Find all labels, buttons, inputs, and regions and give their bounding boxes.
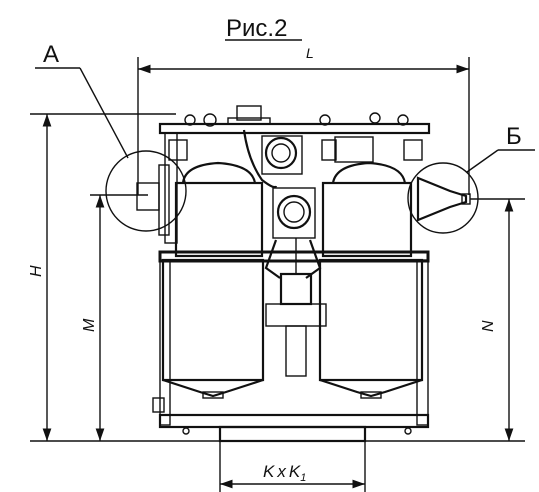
right-filter-dome <box>331 161 407 184</box>
center-gauge-panel-lower <box>272 187 316 239</box>
top-plate <box>158 122 431 135</box>
callout-b-letter: Б <box>506 123 522 150</box>
figure-title: Рис.2 <box>226 15 287 42</box>
central-bottom-pipe <box>285 325 307 377</box>
left-filter-upper <box>174 181 264 258</box>
central-valve-flange <box>265 303 327 327</box>
gauge-cable <box>242 129 278 189</box>
dimension-label-right-inner: N <box>480 320 497 332</box>
top-fitting-3 <box>319 114 331 126</box>
top-fitting-4 <box>369 112 381 124</box>
right-top-box-stem <box>321 139 337 161</box>
left-bottom-bolt <box>182 427 190 435</box>
left-filter-dome <box>181 161 257 184</box>
right-bottom-bolt <box>404 427 412 435</box>
filter-unit <box>136 105 471 443</box>
left-side-clamp <box>168 139 188 161</box>
left-filter-cone <box>162 378 264 398</box>
callout-a-leader <box>79 67 129 159</box>
bottom-frame <box>158 413 430 429</box>
right-filter-drain <box>360 391 382 399</box>
callout-a-circle <box>105 150 187 232</box>
upper-pressure-gauge <box>264 136 298 170</box>
dimension-label-length: L <box>306 45 314 61</box>
middle-band <box>158 250 430 263</box>
left-outlet-flange <box>136 182 160 211</box>
right-top-box <box>334 136 374 163</box>
callout-b-circle <box>407 162 479 234</box>
top-valve-box <box>236 105 262 121</box>
dimension-label-height: H <box>28 265 45 277</box>
lower-pressure-gauge <box>276 194 312 230</box>
lower-pressure-gauge-face <box>283 201 305 223</box>
left-filter-drain <box>202 391 224 399</box>
center-gauge-panel-upper <box>261 135 303 175</box>
callout-b-leader <box>466 149 499 173</box>
right-frame-leg <box>416 259 429 426</box>
right-filter-lower <box>318 258 424 382</box>
base-skid <box>218 425 367 443</box>
right-outlet-cone <box>416 176 468 222</box>
right-filter-cone <box>319 378 423 398</box>
left-frame-leg <box>159 259 171 426</box>
dimension-label-left-inner: M <box>81 318 98 332</box>
left-filter-lower <box>161 258 265 382</box>
upper-pressure-gauge-face <box>271 143 291 163</box>
top-valve-base <box>227 117 271 125</box>
valve-handle-lines <box>264 239 322 279</box>
top-fitting-5 <box>397 114 409 126</box>
left-bottom-valve <box>152 397 165 413</box>
left-outlet-bracket <box>158 164 170 236</box>
top-fitting-2 <box>203 113 217 127</box>
top-fitting-1 <box>184 114 196 126</box>
right-outlet-tip <box>461 193 471 205</box>
callout-a-letter: А <box>43 41 59 68</box>
right-filter-upper <box>321 181 413 258</box>
right-side-clamp <box>403 139 423 161</box>
